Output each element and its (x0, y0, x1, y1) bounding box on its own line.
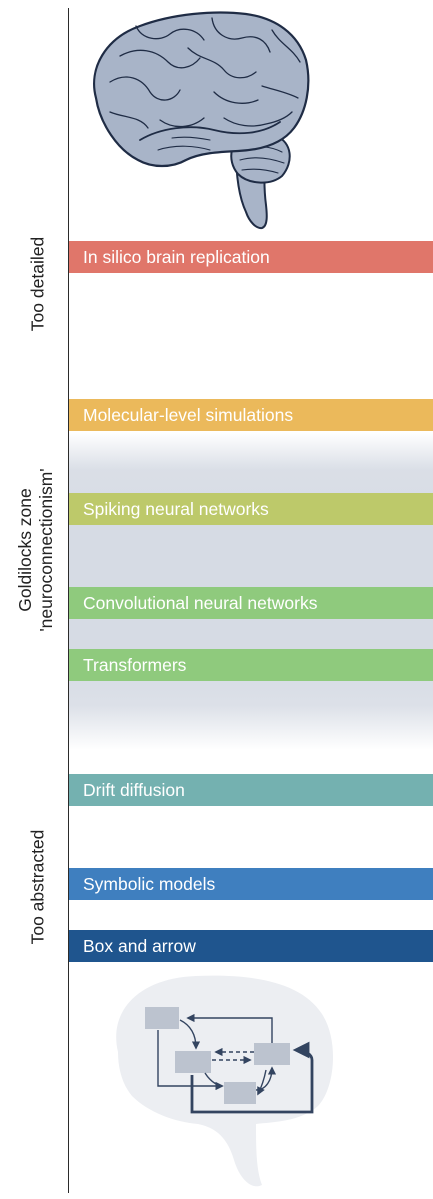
bar-in-silico-brain-replication: In silico brain replication (69, 241, 433, 273)
bar-label: Drift diffusion (83, 780, 185, 800)
bar-box-and-arrow: Box and arrow (69, 930, 433, 962)
bar-spiking-neural-networks: Spiking neural networks (69, 493, 433, 525)
arrow (186, 1013, 273, 1043)
bar-convolutional-neural-networks: Convolutional neural networks (69, 587, 433, 619)
box-node (175, 1051, 211, 1073)
bar-label: Transformers (83, 655, 187, 675)
brain-icon (93, 11, 310, 230)
bar-molecular-level-simulations: Molecular-level simulations (69, 399, 433, 431)
bar-label: Box and arrow (83, 936, 196, 956)
arrow (179, 1019, 201, 1050)
arrow (190, 1041, 314, 1114)
bar-label: In silico brain replication (83, 247, 270, 267)
arrow (257, 1069, 267, 1096)
diagram-boxes (145, 1007, 290, 1104)
box-node (254, 1043, 290, 1065)
bar-label: Symbolic models (83, 874, 216, 894)
bar-label: Convolutional neural networks (83, 593, 318, 613)
bar-label: Spiking neural networks (83, 499, 269, 519)
box-node (145, 1007, 179, 1029)
brain-illustration (93, 11, 310, 230)
bar-transformers: Transformers (69, 649, 433, 681)
bar-drift-diffusion: Drift diffusion (69, 774, 433, 806)
axis-line (68, 8, 70, 1193)
diagram-arrows (157, 1013, 314, 1114)
box-node (224, 1082, 256, 1104)
arrow (204, 1072, 224, 1091)
bar-label: Molecular-level simulations (83, 405, 294, 425)
arrow (157, 1030, 224, 1091)
bar-symbolic-models: Symbolic models (69, 868, 433, 900)
